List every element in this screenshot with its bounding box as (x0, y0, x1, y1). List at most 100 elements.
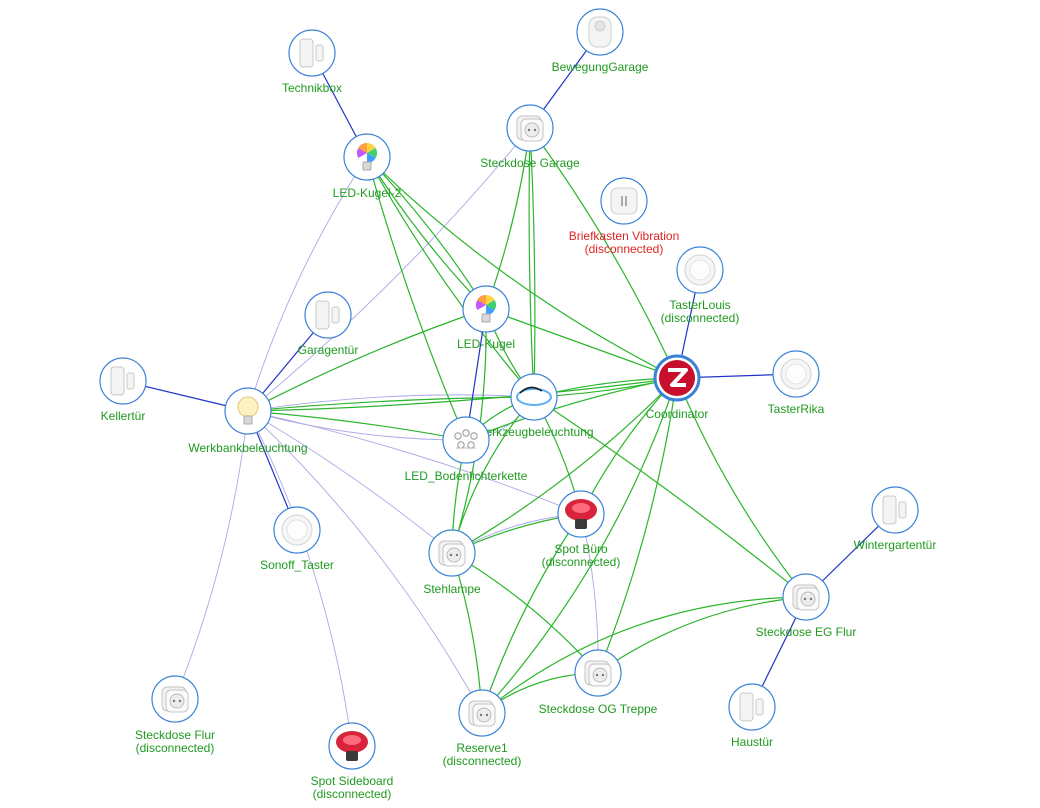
link-werkzeug-steckdose_eg (533, 396, 807, 598)
node-reserve1[interactable]: Reserve1(disconnected) (443, 689, 522, 768)
link-spot_buero-reserve1 (481, 513, 582, 714)
node-label: Briefkasten Vibration (569, 229, 680, 243)
node-steckdose-eg[interactable]: Steckdose EG Flur (756, 573, 857, 639)
link-werkbank-led_kugel (247, 308, 487, 412)
node-haustuer[interactable]: Haustür (728, 683, 776, 749)
node-werkzeug[interactable]: Werkzeugbeleuchtung (474, 373, 594, 439)
link-coordinator-werkbank (247, 377, 678, 412)
link-stehlampe-steckdose_og (451, 552, 599, 674)
button-icon (684, 254, 716, 286)
link-steckdose_og-steckdose_eg (597, 596, 807, 674)
node-taster-louis[interactable]: TasterLouis(disconnected) (661, 246, 740, 325)
link-led_kugel_2-led_kugel (366, 156, 487, 310)
node-kellertuer[interactable]: Kellertür (99, 357, 147, 423)
node-label: Steckdose Garage (480, 156, 580, 170)
node-sonoff[interactable]: Sonoff_Taster (260, 506, 334, 572)
node-label: Steckdose EG Flur (756, 625, 857, 639)
node-taster-rika[interactable]: TasterRika (768, 350, 825, 416)
node-spot-buero[interactable]: Spot Büro(disconnected) (542, 490, 621, 569)
link-werkbank-bodenlicht (247, 410, 467, 441)
button-icon (281, 514, 313, 546)
link-coordinator-steckdose_og (597, 377, 678, 674)
node-stehlampe[interactable]: Stehlampe (423, 529, 481, 596)
link-coordinator-led_kugel (485, 308, 678, 379)
smart-plug-icon (438, 540, 466, 567)
link-werkbank-spot_sideboard (247, 410, 353, 747)
node-label: Steckdose OG Treppe (539, 702, 658, 716)
link-coordinator-steckdose_eg (676, 377, 807, 598)
node-label: Kellertür (101, 409, 146, 423)
node-label: LED_Bodenlichterkette (405, 469, 528, 483)
node-label: Reserve1 (456, 741, 508, 755)
vibration-sensor-icon (610, 187, 638, 215)
node-status: (disconnected) (443, 754, 522, 768)
link-werkbank-reserve1 (247, 410, 483, 714)
led-strip-icon (516, 386, 552, 406)
node-technikbox[interactable]: Technikbox (282, 29, 342, 95)
node-status: (disconnected) (542, 555, 621, 569)
link-coordinator-bodenlicht (465, 377, 678, 441)
door-sensor-icon (110, 366, 135, 396)
spot-lamp-icon (336, 731, 368, 761)
link-coordinator-spot_buero (580, 377, 678, 515)
node-briefkasten[interactable]: Briefkasten Vibration(disconnected) (569, 177, 680, 256)
node-label: TasterRika (768, 402, 825, 416)
node-spot-sideboard[interactable]: Spot Sideboard(disconnected) (311, 722, 394, 801)
smart-plug-icon (792, 584, 820, 611)
node-coordinator[interactable]: Coordinator (646, 354, 709, 421)
node-label: BewegungGarage (552, 60, 649, 74)
node-status: (disconnected) (661, 311, 740, 325)
color-bulb-icon (357, 143, 378, 171)
node-bodenlicht[interactable]: LED_Bodenlichterkette (405, 416, 528, 483)
smart-plug-icon (468, 700, 496, 727)
node-werkbank[interactable]: Werkbankbeleuchtung (188, 387, 308, 455)
node-led-kugel[interactable]: LED-Kugel (457, 285, 515, 351)
node-status: (disconnected) (313, 787, 392, 801)
node-label: Wintergartentür (854, 538, 937, 552)
node-label: TasterLouis (669, 298, 730, 312)
node-label: Steckdose Flur (135, 728, 215, 742)
door-sensor-icon (299, 38, 324, 68)
node-label: Spot Büro (554, 542, 608, 556)
light-chain-icon (454, 429, 478, 449)
node-label: LED-Kugel-2 (333, 186, 402, 200)
node-label: Technikbox (282, 81, 342, 95)
link-coordinator-steckdose_garage (529, 127, 678, 379)
smart-plug-icon (161, 686, 189, 713)
link-steckdose_garage-werkzeug (528, 127, 535, 398)
link-werkbank-werkzeug (247, 394, 535, 412)
link-led_kugel_2-led_kugel (366, 156, 487, 310)
node-steckdose-garage[interactable]: Steckdose Garage (480, 104, 580, 170)
smart-plug-icon (584, 660, 612, 687)
button-icon (780, 358, 812, 390)
node-circle[interactable] (510, 373, 558, 421)
warm-bulb-icon (237, 396, 259, 425)
node-label: Haustür (731, 735, 773, 749)
link-led_kugel_2-werkzeug (366, 156, 535, 398)
link-werkbank-led_kugel_2 (247, 156, 368, 412)
node-circle[interactable] (442, 416, 490, 464)
link-coordinator-led_kugel_2 (366, 156, 678, 379)
node-status: (disconnected) (585, 242, 664, 256)
node-status: (disconnected) (136, 741, 215, 755)
node-bewegung-garage[interactable]: BewegungGarage (552, 8, 649, 74)
link-reserve1-steckdose_eg (481, 596, 807, 714)
door-sensor-icon (739, 692, 764, 722)
link-led_kugel_2-bodenlicht (366, 156, 467, 441)
node-label: LED-Kugel (457, 337, 515, 351)
node-garagentuer[interactable]: Garagentür (298, 291, 359, 357)
door-sensor-icon (882, 495, 907, 525)
spot-lamp-icon (565, 499, 597, 529)
link-werkbank-steckdose_garage (247, 127, 531, 412)
node-label: Stehlampe (423, 582, 481, 596)
link-werkzeug-werkbank (247, 396, 535, 412)
link-werkbank-stehlampe (247, 410, 453, 554)
node-label: Werkbankbeleuchtung (188, 441, 307, 455)
node-led-kugel-2[interactable]: LED-Kugel-2 (333, 133, 402, 200)
node-steckdose-og[interactable]: Steckdose OG Treppe (539, 649, 658, 716)
node-steckdose-flur[interactable]: Steckdose Flur(disconnected) (135, 675, 215, 755)
node-wintergarten[interactable]: Wintergartentür (854, 486, 937, 552)
node-label: Werkzeugbeleuchtung (474, 425, 593, 439)
